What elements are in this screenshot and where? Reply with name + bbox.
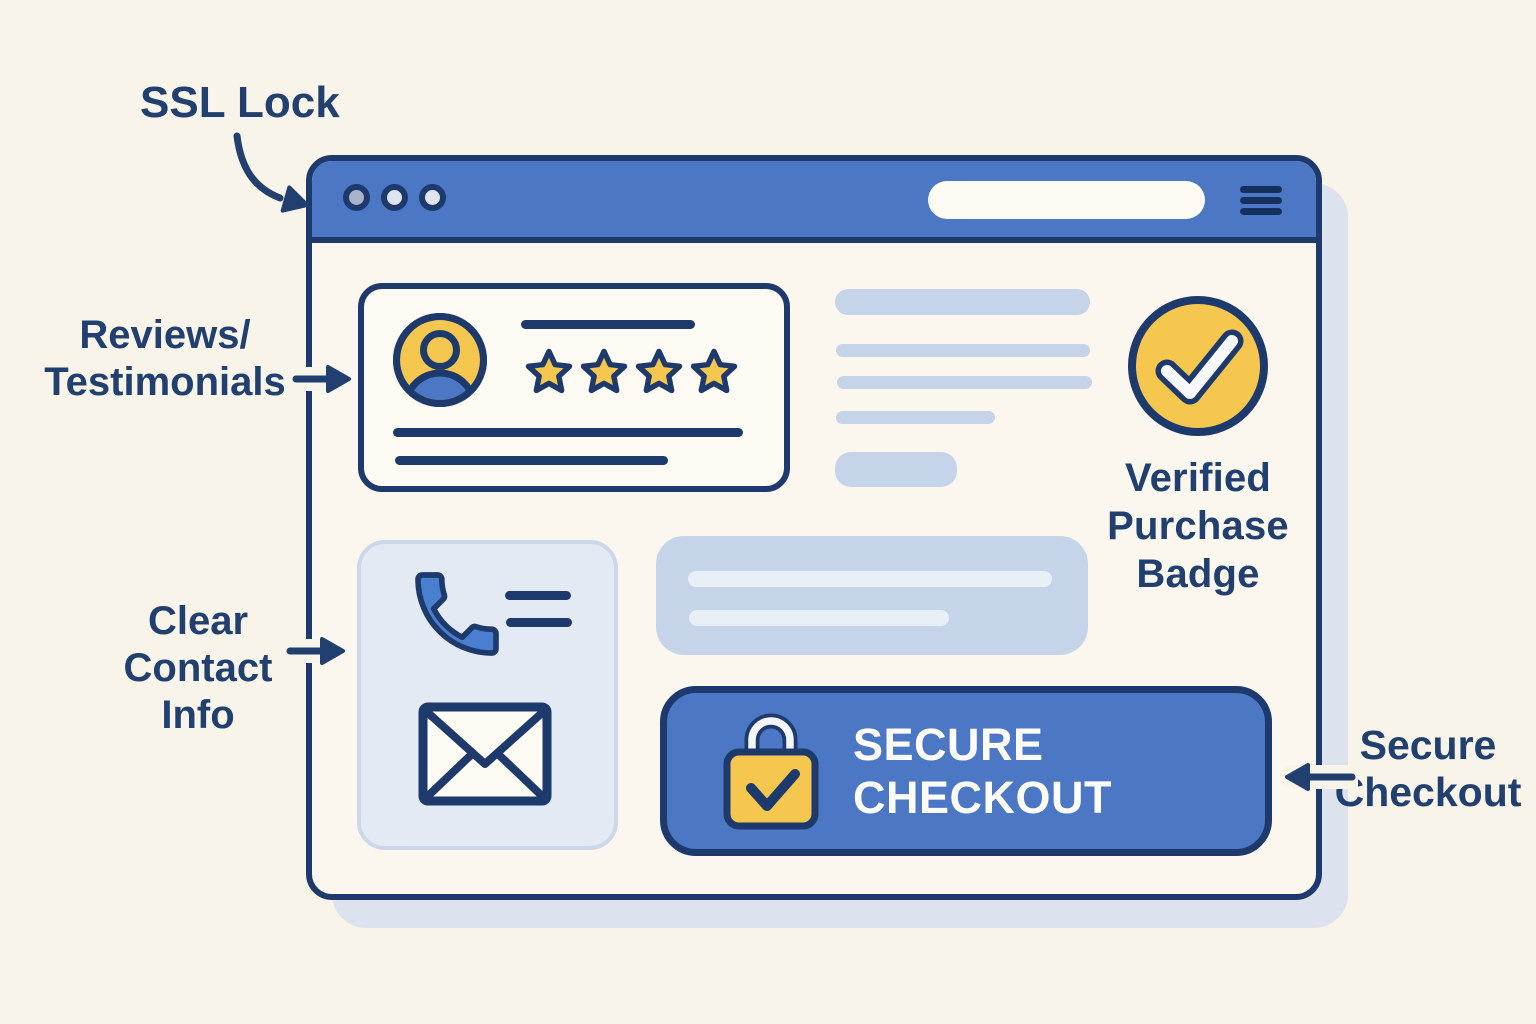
reviews-label-line: Testimonials xyxy=(44,360,286,404)
star-icon xyxy=(635,348,683,394)
secure-checkout-label: Secure Checkout xyxy=(1323,722,1533,816)
reviews-label-line: Reviews/ xyxy=(79,313,251,357)
star-icon xyxy=(525,348,573,394)
star-icon xyxy=(690,348,738,394)
reviews-testimonials-label: Reviews/ Testimonials xyxy=(25,312,305,406)
verified-purchase-badge-label: Verified Purchase Badge xyxy=(1048,454,1316,598)
right-arrow-icon xyxy=(282,637,345,665)
clear-contact-info-label: Clear Contact Info xyxy=(98,598,298,739)
form-placeholder-box xyxy=(656,536,1088,655)
text-placeholder-line xyxy=(836,411,995,424)
window-control-dots xyxy=(343,184,446,211)
verified-label-line: Verified xyxy=(1124,456,1272,500)
review-text-placeholder xyxy=(395,456,668,465)
phone-number-placeholder xyxy=(506,618,572,627)
check-circle-icon xyxy=(1128,296,1268,436)
contact-label-line: Info xyxy=(161,693,235,737)
user-avatar-icon xyxy=(393,313,487,407)
checkout-label-line: SECURE xyxy=(853,719,1044,770)
contact-info-card xyxy=(357,540,618,850)
secure-label-line: Secure xyxy=(1359,722,1497,768)
curved-arrow-icon xyxy=(233,132,310,213)
review-text-placeholder xyxy=(393,428,743,437)
ssl-lock-label: SSL Lock xyxy=(140,78,340,127)
secure-checkout-button[interactable]: SECURE CHECKOUT xyxy=(660,686,1272,856)
contact-label-line: Contact xyxy=(123,646,273,690)
reviewer-name-placeholder xyxy=(521,320,695,329)
phone-number-placeholder xyxy=(505,591,571,600)
address-bar[interactable] xyxy=(928,181,1205,219)
browser-top-bar xyxy=(312,161,1316,243)
menu-bar xyxy=(1240,197,1282,204)
review-card xyxy=(358,283,790,492)
star-rating xyxy=(522,346,741,400)
contact-label-line: Clear xyxy=(147,599,249,643)
verified-label-line: Purchase xyxy=(1107,504,1289,548)
text-placeholder-block xyxy=(835,452,957,487)
phone-icon xyxy=(415,572,499,656)
padlock-check-icon xyxy=(723,713,819,830)
text-placeholder-heading xyxy=(835,289,1090,315)
left-arrow-icon xyxy=(1280,763,1358,791)
input-placeholder-line xyxy=(689,610,949,626)
checkout-button-label: SECURE CHECKOUT xyxy=(853,718,1112,824)
text-placeholder-line xyxy=(836,344,1090,357)
menu-bar xyxy=(1240,186,1282,193)
right-arrow-icon xyxy=(288,365,351,393)
secure-label-line: Checkout xyxy=(1334,769,1522,815)
text-placeholder-line xyxy=(837,376,1092,389)
star-icon xyxy=(580,348,628,394)
browser-window: Verified Purchase Badge xyxy=(306,155,1322,900)
checkout-label-line: CHECKOUT xyxy=(853,772,1112,823)
envelope-icon xyxy=(418,702,552,806)
verified-label-line: Badge xyxy=(1136,552,1260,596)
hamburger-menu-icon[interactable] xyxy=(1240,186,1282,215)
window-dot[interactable] xyxy=(419,184,446,211)
window-dot[interactable] xyxy=(343,184,370,211)
input-placeholder-line xyxy=(688,571,1052,587)
window-dot[interactable] xyxy=(381,184,408,211)
menu-bar xyxy=(1240,208,1282,215)
